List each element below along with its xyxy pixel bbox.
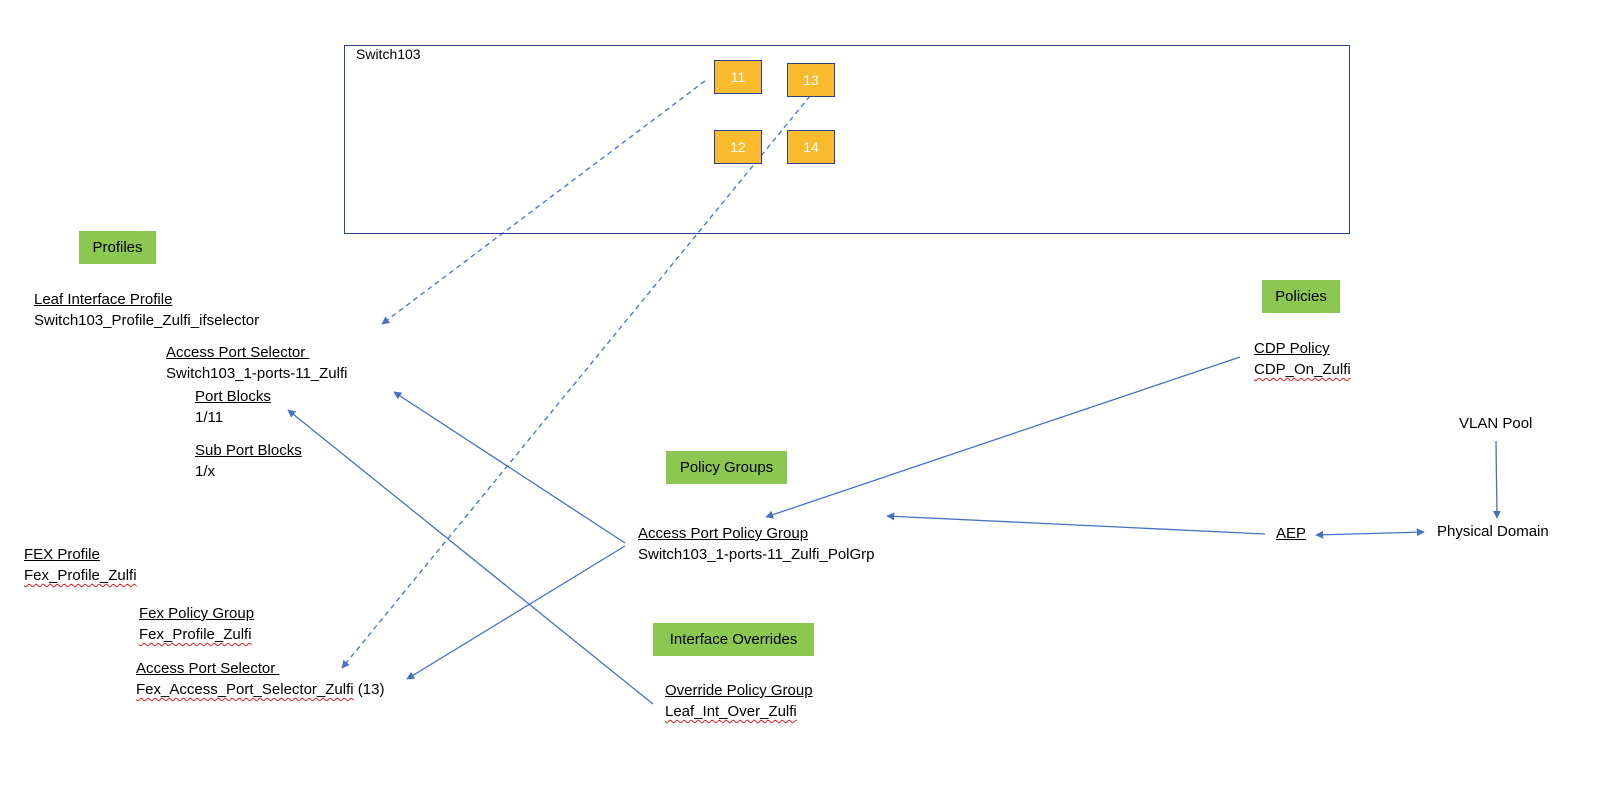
fex-access-port-selector-suffix: (13) xyxy=(353,681,385,698)
override-policy-group-heading: Override Policy Group xyxy=(665,682,813,699)
port-13: 13 xyxy=(787,63,835,97)
fex-profile-heading: FEX Profile xyxy=(24,546,100,563)
access-port-selector-value: Switch103_1-ports-11_Zulfi xyxy=(166,365,348,382)
leaf-interface-profile-value: Switch103_Profile_Zulfi_ifselector xyxy=(34,312,260,329)
sub-port-blocks-value: 1/x xyxy=(195,463,216,480)
leaf-interface-profile-heading: Leaf Interface Profile xyxy=(34,291,173,308)
aep-label: AEP xyxy=(1276,525,1307,542)
arrow-aep-physical-domain xyxy=(1315,528,1425,539)
vlan-pool-label: VLAN Pool xyxy=(1459,415,1533,432)
port-11: 11 xyxy=(714,60,762,94)
fex-access-port-selector-value: Fex_Access_Port_Selector_Zulfi xyxy=(136,681,354,698)
arrow-aep-to-policy-group xyxy=(886,512,1266,535)
arrow-policy-group-to-fex-access-port-selector xyxy=(406,545,626,680)
profiles-badge: Profiles xyxy=(79,231,156,264)
arrow-override-to-port-blocks xyxy=(287,409,654,705)
fex-access-port-selector-value-line: Fex_Access_Port_Selector_Zulfi (13) xyxy=(136,680,384,700)
access-port-selector-heading: Access Port Selector xyxy=(166,344,310,361)
cdp-policy-heading: CDP Policy xyxy=(1254,340,1330,357)
arrow-policy-group-to-access-port-selector xyxy=(393,391,626,544)
interface-overrides-badge: Interface Overrides xyxy=(653,623,814,656)
port-12: 12 xyxy=(714,130,762,164)
fex-policy-group-value: Fex_Profile_Zulfi xyxy=(139,626,252,643)
fex-policy-group-heading: Fex Policy Group xyxy=(139,605,255,622)
policy-groups-badge: Policy Groups xyxy=(666,451,787,484)
arrow-cdp-policy-to-policy-group xyxy=(765,356,1241,519)
arrow-vlan-pool-to-physical-domain xyxy=(1492,440,1501,519)
override-policy-group-value: Leaf_Int_Over_Zulfi xyxy=(665,703,797,720)
fex-profile-value: Fex_Profile_Zulfi xyxy=(24,567,137,584)
port-14: 14 xyxy=(787,130,835,164)
port-blocks-value: 1/11 xyxy=(195,409,224,426)
switch-name: Switch103 xyxy=(356,46,421,62)
port-blocks-heading: Port Blocks xyxy=(195,388,271,405)
switch-box xyxy=(344,45,1350,234)
access-port-policy-group-heading: Access Port Policy Group xyxy=(638,525,809,542)
policies-badge: Policies xyxy=(1262,280,1340,313)
access-port-policy-group-value: Switch103_1-ports-11_Zulfi_PolGrp xyxy=(638,546,875,563)
physical-domain-label: Physical Domain xyxy=(1437,523,1549,540)
cdp-policy-value: CDP_On_Zulfi xyxy=(1254,361,1351,378)
fex-access-port-selector-heading: Access Port Selector xyxy=(136,660,280,677)
sub-port-blocks-heading: Sub Port Blocks xyxy=(195,442,302,459)
